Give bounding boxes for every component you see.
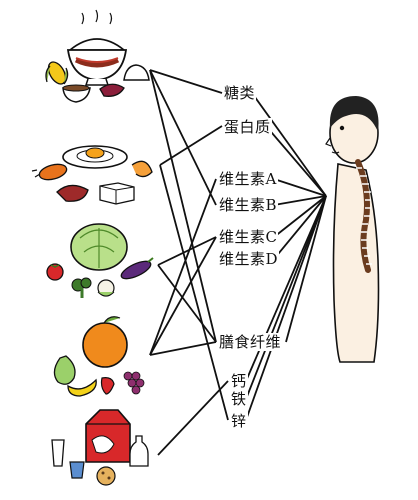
grapes-icon — [123, 371, 145, 395]
strawberry-icon — [100, 377, 115, 395]
spine-icon — [355, 159, 372, 273]
connector-vegetables-fiber — [157, 264, 217, 343]
connector-grains-vitamin-b — [149, 69, 217, 206]
chicken-leg-icon — [31, 163, 68, 181]
fried-egg-plate-icon — [62, 145, 128, 169]
body-connector-iron — [245, 195, 327, 400]
pear-icon — [53, 355, 76, 385]
body-connector-sugar — [251, 92, 327, 197]
food-group-grains — [45, 9, 150, 103]
broccoli-icon — [71, 277, 92, 298]
body-connector-zinc — [245, 195, 327, 421]
yogurt-icon — [69, 461, 85, 479]
rice-bowl-icon — [66, 9, 128, 86]
connector-fruits-vitamin-c — [149, 236, 217, 356]
eye-icon — [339, 125, 345, 131]
nutrient-label-vitamin-d: 维生素D — [218, 250, 280, 268]
connector-fruits-vitamin-a — [149, 178, 217, 356]
food-group-fruits — [53, 316, 145, 397]
nutrient-label-calcium: 钙 — [230, 372, 248, 390]
body-connector-calcium — [245, 195, 327, 382]
connector-fruits-fiber — [149, 341, 217, 356]
corn-icon — [45, 61, 69, 85]
nutrient-label-vitamin-b: 维生素B — [218, 196, 279, 214]
cookie-icon — [96, 466, 116, 486]
body-outline — [332, 163, 380, 363]
food-group-protein — [31, 145, 153, 205]
body-connector-vitamin-a — [273, 178, 327, 197]
tofu-icon — [99, 182, 135, 205]
nose-icon — [325, 137, 332, 147]
food-group-dairy — [51, 409, 149, 486]
bun-icon — [123, 64, 150, 81]
steak-icon — [56, 184, 89, 202]
connector-grains-fiber — [149, 69, 217, 343]
body-connector-vitamin-c — [273, 195, 327, 238]
body-connector-protein — [265, 125, 327, 197]
nutrient-label-zinc: 锌 — [230, 412, 248, 430]
nutrient-label-sugar: 糖类 — [223, 84, 257, 102]
connector-protein-zinc — [159, 164, 229, 421]
connector-protein-protein — [159, 125, 223, 166]
soup-bowl-icon — [62, 84, 91, 103]
milk-carton-icon — [85, 409, 131, 463]
body-connector-vitamin-d — [273, 195, 327, 260]
orange-icon — [82, 316, 128, 368]
nutrient-label-protein: 蛋白质 — [223, 118, 272, 136]
nutrient-label-vitamin-c: 维生素C — [218, 228, 279, 246]
nutrient-label-fiber: 膳食纤维 — [218, 333, 283, 351]
nutrient-label-iron: 铁 — [230, 390, 248, 408]
mouth-icon — [331, 151, 340, 154]
eggplant-icon — [120, 257, 154, 280]
banana-icon — [67, 378, 97, 397]
milk-bottle-icon — [129, 435, 149, 467]
body-connector-vitamin-b — [273, 195, 327, 206]
cauliflower-icon — [97, 279, 115, 297]
cabbage-icon — [70, 223, 128, 271]
sweet-potato-icon — [99, 83, 125, 97]
milk-glass-icon — [51, 439, 65, 467]
connector-vegetables-vitamin-c — [157, 236, 217, 266]
body-connector-fiber — [285, 195, 327, 343]
nutrient-label-vitamin-a: 维生素A — [218, 170, 278, 188]
tomato-icon — [46, 263, 64, 281]
shrimp-icon — [131, 160, 153, 178]
connector-grains-sugar — [149, 69, 223, 94]
food-group-vegetables — [46, 223, 154, 298]
connector-dairy-calcium — [157, 380, 229, 456]
hair-icon — [329, 96, 379, 132]
boy-figure — [325, 96, 380, 363]
